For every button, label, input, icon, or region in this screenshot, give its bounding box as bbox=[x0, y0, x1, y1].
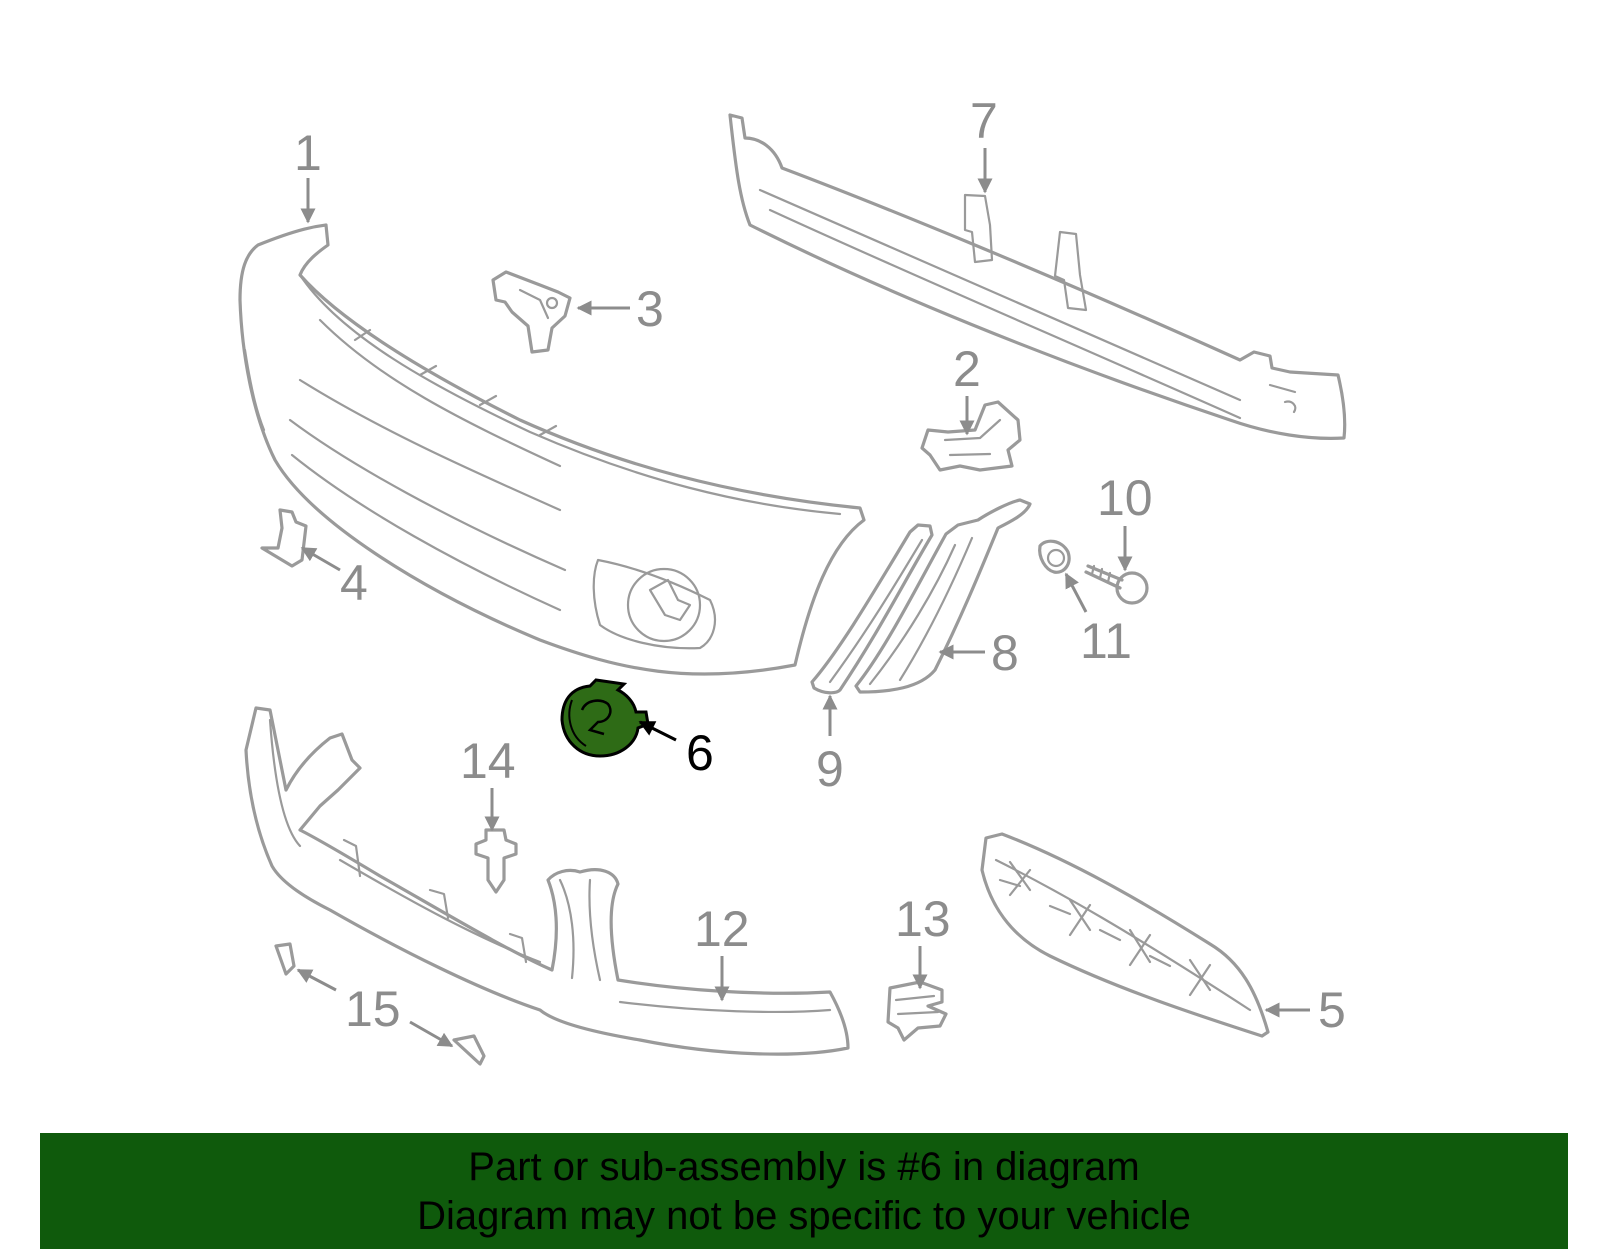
callout-12: 12 bbox=[694, 901, 750, 957]
part-13-clip bbox=[886, 980, 948, 1042]
callout-8: 8 bbox=[991, 625, 1019, 681]
banner-line-part-reference: Part or sub-assembly is #6 in diagram bbox=[468, 1145, 1140, 1189]
part-15-clips bbox=[274, 942, 486, 1066]
callout-6: 6 bbox=[686, 725, 714, 781]
part-9-seal-strip bbox=[810, 523, 934, 695]
callout-3: 3 bbox=[636, 281, 664, 337]
callout-14: 14 bbox=[460, 733, 516, 789]
part-2-bracket bbox=[920, 400, 1022, 472]
callout-7: 7 bbox=[970, 93, 998, 149]
callout-1: 1 bbox=[294, 125, 322, 181]
part-5-grille bbox=[980, 832, 1270, 1038]
callout-15: 15 bbox=[345, 981, 401, 1037]
part-10-bolt bbox=[1084, 564, 1149, 605]
part-6-fog-lamp-cover bbox=[560, 678, 650, 758]
info-banner: Part or sub-assembly is #6 in diagram Di… bbox=[40, 1133, 1568, 1249]
callout-9: 9 bbox=[816, 741, 844, 797]
banner-line-disclaimer: Diagram may not be specific to your vehi… bbox=[417, 1194, 1191, 1238]
callout-13: 13 bbox=[895, 891, 951, 947]
part-11-nut bbox=[1038, 539, 1071, 574]
callout-4: 4 bbox=[340, 555, 368, 611]
part-4-clip bbox=[260, 508, 308, 568]
callout-11: 11 bbox=[1080, 613, 1132, 669]
callout-10: 10 bbox=[1097, 470, 1153, 526]
leader-lines bbox=[296, 148, 1310, 1048]
callout-5: 5 bbox=[1318, 982, 1346, 1038]
callout-2: 2 bbox=[953, 341, 981, 397]
part-7-reinforcement-beam bbox=[728, 113, 1347, 440]
part-3-bracket bbox=[491, 270, 572, 354]
part-14-clip bbox=[474, 828, 518, 894]
part-12-lower-support bbox=[244, 706, 850, 1056]
part-8-extension bbox=[854, 498, 1032, 694]
callout-labels: 1 2 3 4 5 6 7 8 9 10 11 12 13 14 15 bbox=[294, 93, 1346, 1038]
part-1-bumper-cover bbox=[238, 223, 866, 676]
